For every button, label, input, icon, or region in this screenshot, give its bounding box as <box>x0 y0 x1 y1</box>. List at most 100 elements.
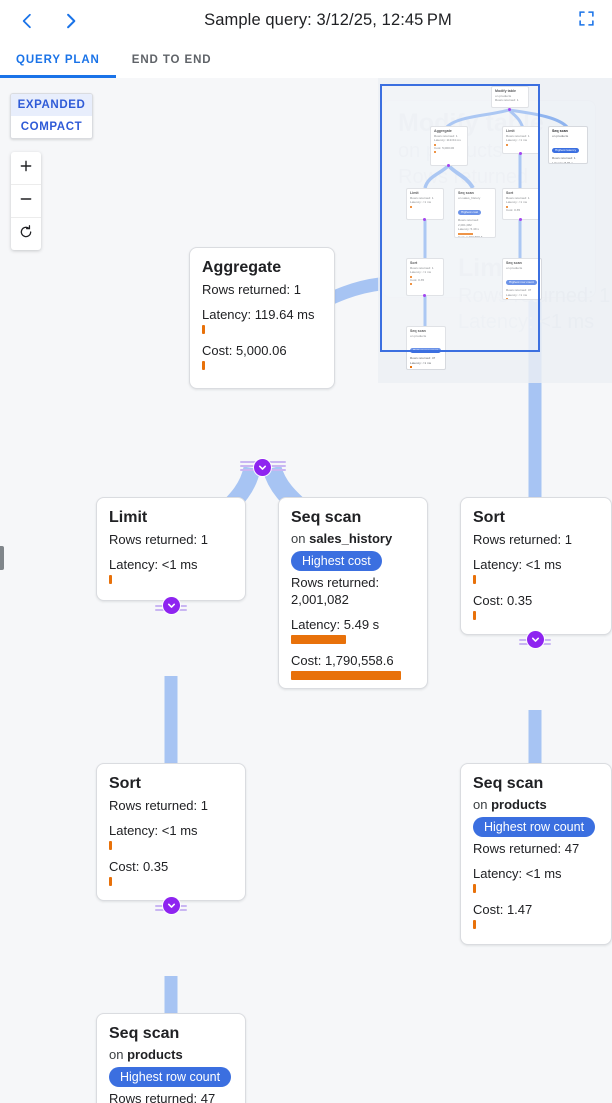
plan-node-seqscan-products-right[interactable]: Seq scan on products Highest row count R… <box>460 763 612 945</box>
layout-mode-toggle[interactable]: EXPANDED COMPACT <box>10 93 93 139</box>
minimap-node-title: Modify table <box>495 89 516 93</box>
minimap-node-title: Sort <box>410 261 418 265</box>
collapse-toggle-limit[interactable] <box>163 597 180 614</box>
minimap-node-title: Seq scan <box>552 129 568 133</box>
reset-icon <box>18 224 34 245</box>
fullscreen-button[interactable] <box>568 3 604 39</box>
minimap-node-rows: Rows returned: 1 <box>506 134 530 138</box>
minimap-node-modify-table[interactable]: Modify table on products Rows returned: … <box>491 86 529 108</box>
minimap-node-table: on products <box>506 266 523 270</box>
latency-bar <box>109 841 112 850</box>
minimap-node-aggregate[interactable]: Aggregate Rows returned: 1 Latency: 119.… <box>430 126 468 166</box>
node-latency: Latency: <1 ms <box>109 557 198 572</box>
layout-mode-expanded[interactable]: EXPANDED <box>11 94 92 117</box>
minimap-status-badge: Highest cost <box>458 210 482 216</box>
minimap-latency-bar <box>410 275 412 278</box>
minimap-latency-bar <box>506 298 508 299</box>
plan-node-seqscan-products-bottom[interactable]: Seq scan on products Highest row count R… <box>96 1013 246 1103</box>
tab-query-plan[interactable]: QUERY PLAN <box>0 42 116 78</box>
node-latency: Latency: <1 ms <box>473 866 562 881</box>
plan-node-sort-upper-right[interactable]: Sort Rows returned: 1 Latency: <1 ms Cos… <box>460 497 612 635</box>
node-latency: Latency: <1 ms <box>473 557 562 572</box>
minimap-node-latency: Latency: 5.81 s <box>552 160 573 164</box>
minimap-node-title: Limit <box>410 191 419 195</box>
tab-bar: QUERY PLAN END TO END <box>0 41 612 79</box>
minimap-collapse-dot <box>447 164 450 167</box>
node-latency: Latency: 5.49 s <box>291 617 380 632</box>
node-table: on sales_history <box>291 531 415 546</box>
minus-icon <box>18 191 34 212</box>
minimap-latency-bar <box>506 205 508 208</box>
minimap-node-title: Seq scan <box>458 191 474 195</box>
reset-view-button[interactable] <box>11 217 41 250</box>
minimap-collapse-dot <box>423 218 426 221</box>
collapse-toggle-sort-lower-left[interactable] <box>163 897 180 914</box>
plan-node-sort-lower-left[interactable]: Sort Rows returned: 1 Latency: <1 ms Cos… <box>96 763 246 901</box>
minimap-node-table: on products <box>410 334 427 338</box>
node-cost: Cost: 1.47 <box>473 902 533 917</box>
forward-button[interactable] <box>54 4 88 38</box>
minimap-viewport-rect[interactable] <box>380 84 540 352</box>
on-prefix: on <box>291 531 306 546</box>
minimap-node-rows: Rows returned: 1 <box>506 196 530 200</box>
minimap-latency-bar <box>410 205 412 208</box>
plan-node-limit[interactable]: Limit Rows returned: 1 Latency: <1 ms <box>96 497 246 601</box>
node-cost: Cost: 5,000.06 <box>202 343 287 358</box>
node-rows: Rows returned: 47 <box>109 1091 216 1103</box>
minimap-node-sort-lower[interactable]: Sort Rows returned: 1 Latency: <1 ms Cos… <box>406 258 444 296</box>
latency-bar <box>109 575 112 584</box>
table-name: products <box>127 1047 183 1062</box>
zoom-out-button[interactable] <box>11 184 41 217</box>
minimap-collapse-dot <box>508 108 511 111</box>
latency-bar <box>291 635 346 644</box>
plus-icon <box>18 158 34 179</box>
table-name: products <box>491 797 547 812</box>
collapse-toggle-aggregate[interactable] <box>254 459 271 476</box>
minimap-node-cost: Cost: 1.47 <box>410 368 442 369</box>
node-title: Sort <box>473 509 505 526</box>
minimap[interactable]: Modify table on products Rows returned: … <box>378 78 612 383</box>
cost-bar <box>473 611 476 620</box>
layout-mode-compact[interactable]: COMPACT <box>11 116 92 138</box>
minimap-latency-bar <box>434 143 436 146</box>
minimap-latency-bar <box>506 143 508 146</box>
node-title: Aggregate <box>202 259 282 276</box>
node-rows: Rows returned: 1 <box>109 532 208 547</box>
plan-node-aggregate[interactable]: Aggregate Rows returned: 1 Latency: 119.… <box>189 247 335 389</box>
minimap-node-cost: Cost: 0.35 <box>506 207 521 212</box>
minimap-node-rows: Rows returned: 1 <box>410 196 434 200</box>
minimap-node-seqscan-highest-latency[interactable]: Seq scan on products Highest latency Row… <box>548 126 588 164</box>
plan-canvas[interactable]: Modify table on products Rows returned L… <box>0 78 612 1103</box>
minimap-node-seqscan-products-right[interactable]: Seq scan on products Highest row count R… <box>502 258 542 300</box>
minimap-status-badge: Highest latency <box>552 148 580 154</box>
minimap-node-sort-top[interactable]: Sort Rows returned: 1 Latency: <1 ms Cos… <box>502 188 540 220</box>
minimap-node-table: on products <box>552 134 569 138</box>
tab-end-to-end[interactable]: END TO END <box>131 54 212 66</box>
node-title: Sort <box>109 775 141 792</box>
chevron-down-icon <box>258 465 267 470</box>
app-header: Sample query: 3/12/25, 12:45 PM <box>0 0 612 41</box>
node-cost: Cost: 0.35 <box>473 593 533 608</box>
minimap-node-latency: Latency: 119.64 ms <box>434 138 461 143</box>
chevron-left-icon <box>17 11 37 31</box>
minimap-edge-layer <box>423 108 570 326</box>
minimap-node-table: on sales_history <box>458 196 481 200</box>
minimap-latency-bar <box>458 232 473 235</box>
minimap-node-rows: Rows returned: 1 <box>410 266 434 270</box>
node-rows: Rows returned: 1 <box>202 282 301 297</box>
collapse-toggle-sort-upper-right[interactable] <box>527 631 544 648</box>
node-table: on products <box>109 1047 233 1062</box>
minimap-cost-bar <box>410 283 412 286</box>
status-badge: Highest row count <box>109 1067 232 1087</box>
minimap-node-limit[interactable]: Limit Rows returned: 1 Latency: <1 ms <box>406 188 444 220</box>
back-button[interactable] <box>10 4 44 38</box>
side-drawer-handle[interactable] <box>0 546 4 570</box>
plan-node-seqscan-sales-history[interactable]: Seq scan on sales_history Highest cost R… <box>278 497 428 689</box>
minimap-node-latency: Latency: <1 ms <box>506 200 528 205</box>
minimap-node-seqscan-sales-history[interactable]: Seq scan on sales_history Highest cost R… <box>454 188 496 238</box>
minimap-node-latency: Latency: <1 ms <box>410 360 432 365</box>
zoom-in-button[interactable] <box>11 152 41 184</box>
minimap-node-cost: Cost: 1,790,558.6 <box>458 234 483 238</box>
node-table: on products <box>473 797 599 812</box>
zoom-controls[interactable] <box>11 152 41 250</box>
